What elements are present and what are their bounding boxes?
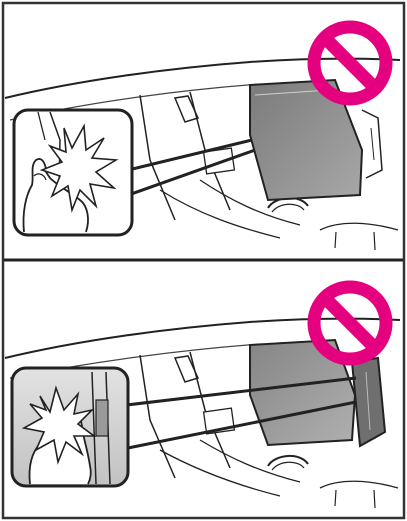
inset-bottom [12, 368, 128, 486]
inset-top [14, 110, 132, 235]
